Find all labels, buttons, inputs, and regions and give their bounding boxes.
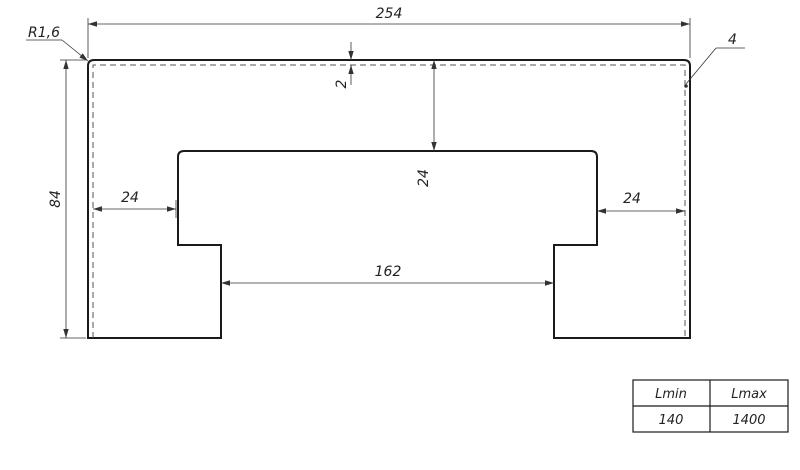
spec-table: Lmin Lmax 140 1400	[632, 379, 789, 433]
dim-text-24-right: 24	[623, 191, 641, 207]
table-value-lmax: 1400	[732, 413, 765, 428]
callout-4: 4	[684, 32, 745, 88]
table-value-lmin: 140	[659, 413, 684, 428]
thickness-dashed-line	[92, 64, 686, 338]
dim-text-254: 254	[376, 6, 403, 22]
dimension-thickness: 2	[334, 42, 354, 88]
callout-text-4: 4	[728, 32, 737, 48]
dim-text-2: 2	[334, 79, 350, 88]
dimension-overall-height: 84	[48, 59, 86, 339]
dim-text-radius: R1,6	[28, 25, 60, 41]
dim-text-24-left: 24	[121, 190, 139, 206]
table-header-lmax: Lmax	[731, 387, 767, 402]
dim-text-84: 84	[48, 190, 64, 208]
dimension-corner-radius: R1,6	[26, 25, 89, 62]
profile-outline	[87, 59, 691, 339]
dimension-inner-depth: 24	[416, 60, 437, 187]
dim-text-162: 162	[375, 264, 402, 280]
dimension-right-offset: 24	[597, 191, 685, 214]
dim-text-24-vertical: 24	[416, 169, 432, 187]
dimension-inner-width: 162	[221, 264, 554, 286]
dimension-left-offset: 24	[93, 190, 177, 218]
dimension-overall-width: 254	[87, 6, 691, 58]
table-header-lmin: Lmin	[655, 387, 687, 402]
